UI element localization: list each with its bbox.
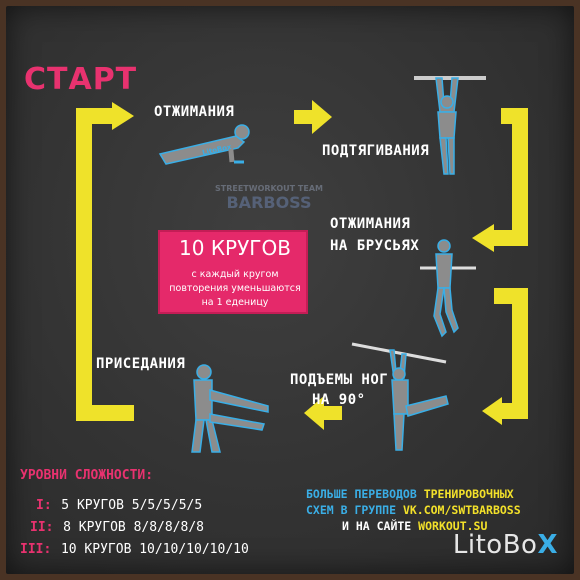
promo-line1b: ТРЕНИРОВОЧНЫХ (423, 487, 514, 501)
label-squats: ПРИСЕДАНИЯ (96, 356, 186, 372)
arrowhead-1 (312, 100, 332, 134)
level-item: I: 5 КРУГОВ 5/5/5/5/5 (36, 494, 202, 513)
promo-line3a: И НА САЙТЕ (342, 519, 419, 533)
brand-part: Bo (502, 530, 538, 560)
level-text: 10 КРУГОВ 10/10/10/10/10 (60, 542, 249, 557)
legraise-figure (389, 349, 449, 451)
brand-logo: LitoBoX (453, 530, 558, 560)
watermark: STREETWORKOUT TEAM BARBOSS (204, 184, 334, 212)
chalkboard: СТАРТ ОТЖИМАНИЯ ПОДТЯГИВАНИЯ ОТЖИМАНИЯ Н… (6, 6, 574, 574)
arrow-shaft-3 (322, 406, 342, 420)
label-dips-line1: ОТЖИМАНИЯ (330, 216, 411, 232)
promo-line2a: СХЕМ В ГРУППЕ (306, 503, 403, 517)
rounds-description: с каждый кругом повторения уменьшаются н… (169, 269, 301, 308)
watermark-logo: BARBOSS (226, 193, 312, 212)
pullup-figure (435, 77, 459, 175)
arrowhead-3 (304, 396, 324, 430)
level-num: I: (36, 498, 52, 513)
rounds-box: 10 КРУГОВ с каждый кругом повторения уме… (158, 230, 308, 314)
rounds-title: 10 КРУГОВ (179, 236, 291, 260)
label-dips-line2: НА БРУСЬЯХ (330, 238, 420, 254)
start-title: СТАРТ (24, 62, 138, 97)
label-legraises-line1: ПОДЪЕМЫ НОГ (290, 372, 389, 388)
label-pushups: ОТЖИМАНИЯ (154, 104, 235, 120)
legraise-bar (351, 342, 447, 364)
level-num: III: (20, 542, 52, 557)
promo-text: БОЛЬШЕ ПЕРЕВОДОВ ТРЕНИРОВОЧНЫХ СХЕМ В ГР… (306, 486, 521, 534)
label-pullups: ПОДТЯГИВАНИЯ (322, 143, 430, 159)
promo-line1a: БОЛЬШЕ ПЕРЕВОДОВ (306, 487, 424, 501)
promo-site-link[interactable]: WORKOUT.SU (418, 519, 488, 533)
arrow-shaft-1 (294, 110, 314, 124)
arrowhead-4 (482, 397, 502, 425)
levels-title: УРОВНИ СЛОЖНОСТИ: (20, 468, 154, 483)
brand-part: Lito (452, 530, 503, 560)
level-text: 5 КРУГОВ 5/5/5/5/5 (61, 498, 203, 513)
dips-figure (433, 239, 459, 338)
squat-figure (191, 364, 269, 453)
arrowhead-start (112, 102, 134, 130)
label-legraises-line2: НА 90° (312, 392, 366, 408)
pushup-figure (158, 124, 250, 165)
level-text: 8 КРУГОВ 8/8/8/8/8 (63, 520, 205, 535)
level-item: II: 8 КРУГОВ 8/8/8/8/8 (30, 516, 204, 535)
promo-vk-link[interactable]: VK.COM/SWTBARBOSS (402, 503, 521, 517)
watermark-team: STREETWORKOUT TEAM (214, 184, 323, 193)
loop-arrow-right-bottom (494, 288, 528, 419)
loop-arrow-right-top (492, 108, 528, 246)
loop-arrow-left (76, 108, 134, 421)
level-num: II: (30, 520, 54, 535)
level-item: III: 10 КРУГОВ 10/10/10/10/10 (20, 538, 249, 557)
brand-x: X (537, 530, 558, 560)
flow-arrows (76, 76, 528, 453)
arrowhead-2 (472, 224, 494, 252)
